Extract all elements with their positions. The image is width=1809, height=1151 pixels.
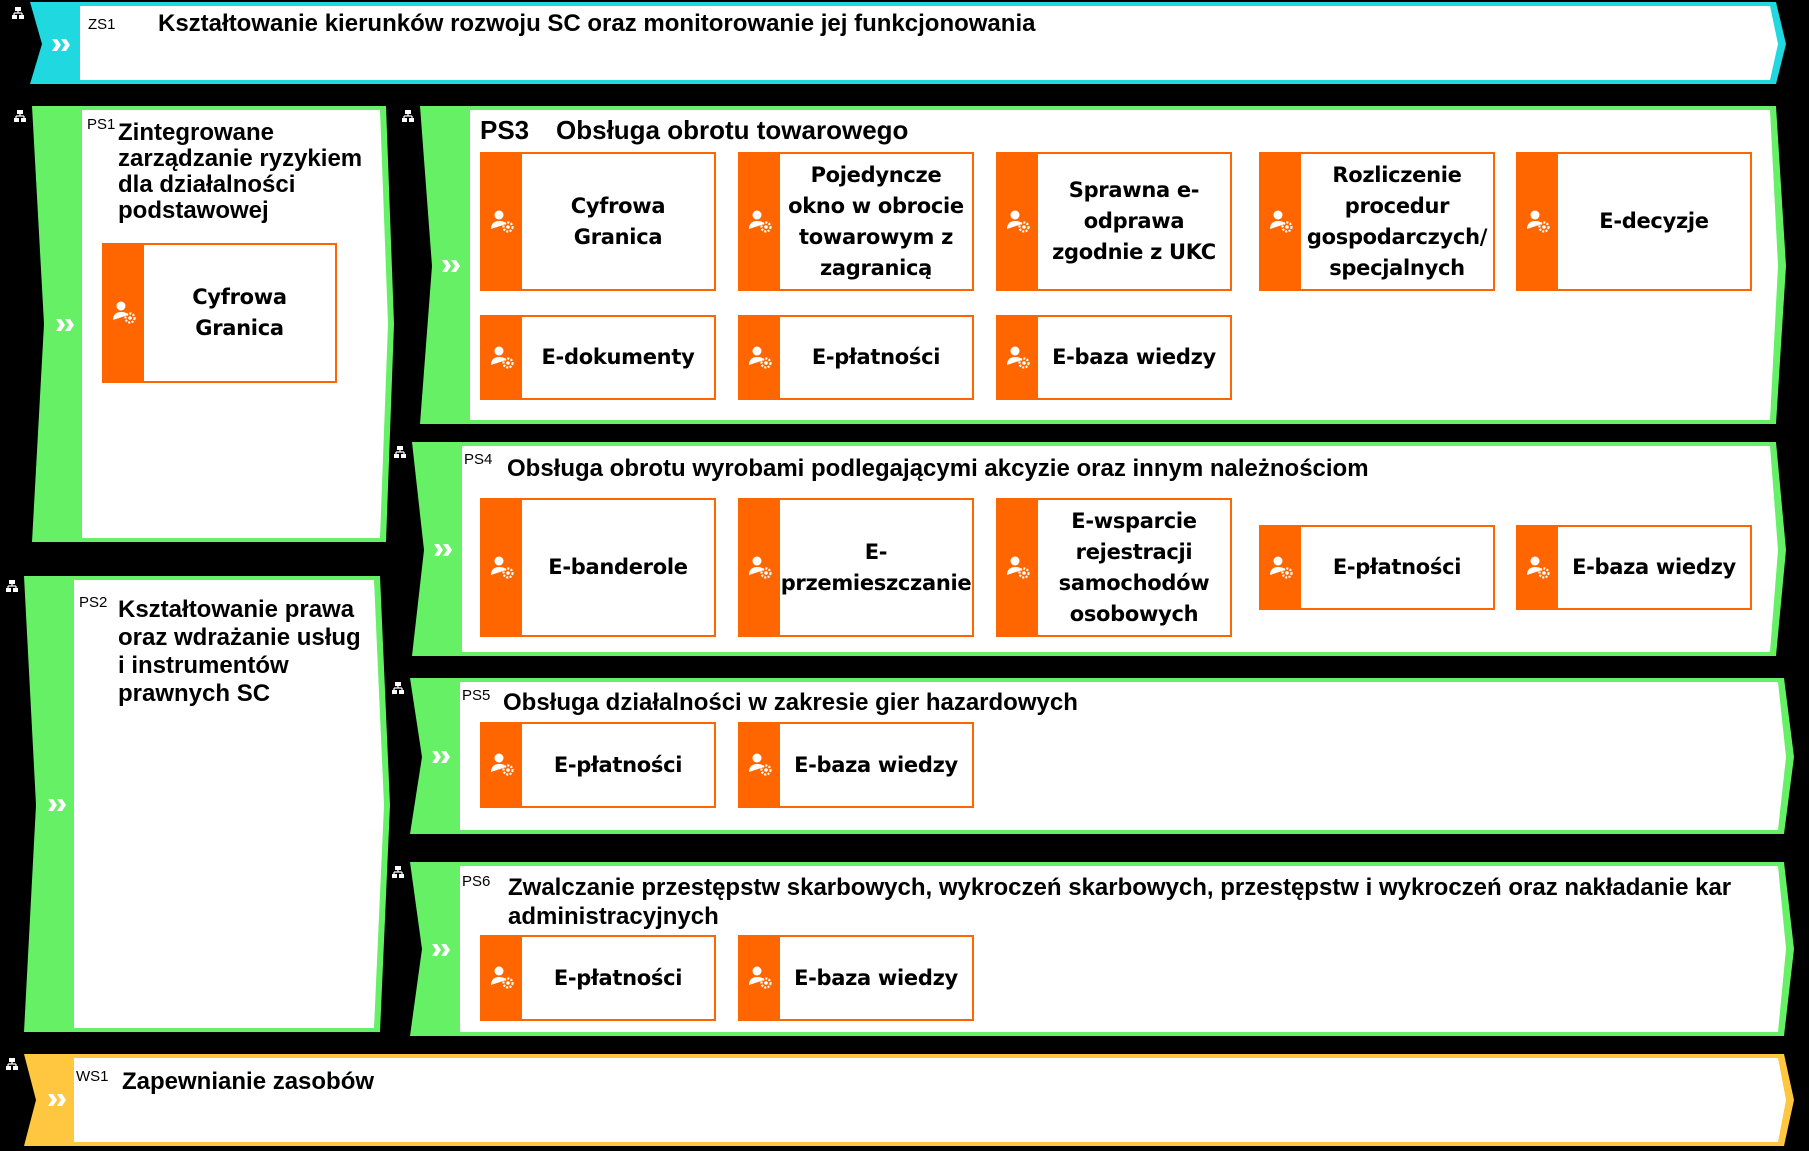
person-gear-icon xyxy=(1007,346,1030,369)
service-box[interactable]: E-dokumenty xyxy=(480,315,716,400)
service-box[interactable]: Sprawna e-odprawa zgodnie z UKC xyxy=(996,152,1232,291)
ps1-code: PS1 xyxy=(87,116,116,133)
person-gear-icon xyxy=(1527,556,1550,579)
person-gear-icon xyxy=(1007,210,1030,233)
double-chevron-icon xyxy=(52,39,70,51)
person-gear-icon xyxy=(1527,210,1550,233)
person-gear-icon xyxy=(491,753,514,776)
service-box-label: E-baza wiedzy xyxy=(794,752,958,777)
service-box[interactable]: E-baza wiedzy xyxy=(996,315,1232,400)
ws1-lane-shape xyxy=(24,1054,1794,1146)
person-gear-icon xyxy=(1270,210,1293,233)
person-gear-icon xyxy=(1007,556,1030,579)
ps2-code: PS2 xyxy=(79,594,108,611)
service-box[interactable]: E-płatności xyxy=(480,935,716,1021)
zs1-title: Kształtowanie kierunków rozwoju SC oraz … xyxy=(158,10,1036,37)
ps1-title: Zintegrowane zarządzanie ryzykiem dla dz… xyxy=(118,119,363,224)
service-box-label: E-dokumenty xyxy=(541,345,695,369)
person-gear-icon xyxy=(491,346,514,369)
structure-icon xyxy=(10,5,26,21)
ps4-title: Obsługa obrotu wyrobami podlegającymi ak… xyxy=(507,455,1369,482)
ps2-title: Kształtowanie prawa oraz wdrażanie usług… xyxy=(118,596,361,707)
person-gear-icon xyxy=(113,301,136,324)
service-box-label: E-płatności xyxy=(1332,555,1462,579)
zs1-lane-shape xyxy=(30,2,1786,84)
ps5-title: Obsługa działalności w zakresie gier haz… xyxy=(503,689,1078,716)
double-chevron-icon xyxy=(442,260,460,272)
structure-icon xyxy=(392,444,408,460)
service-box[interactable]: Cyfrowa Granica xyxy=(102,243,337,383)
service-box-label: E-decyzje xyxy=(1599,209,1709,233)
service-box-label: Cyfrowa Granica xyxy=(192,285,287,340)
person-gear-icon xyxy=(749,966,772,989)
person-gear-icon xyxy=(491,556,514,579)
structure-icon xyxy=(400,108,416,124)
service-box-label: E-przemieszczanie xyxy=(780,539,972,595)
service-box[interactable]: E-baza wiedzy xyxy=(738,722,974,808)
ps6-title: Zwalczanie przestępstw skarbowych, wykro… xyxy=(508,874,1732,930)
double-chevron-icon xyxy=(432,944,450,956)
person-gear-icon xyxy=(749,753,772,776)
service-box-label: Sprawna e-odprawa zgodnie z UKC xyxy=(1052,178,1216,264)
person-gear-icon xyxy=(749,346,772,369)
service-box-label: E-płatności xyxy=(811,345,941,369)
structure-icon xyxy=(4,578,20,594)
service-box[interactable]: E-płatności xyxy=(738,315,974,400)
service-box[interactable]: E-baza wiedzy xyxy=(1516,525,1752,610)
service-box-label: Rozliczenie procedur gospodarczych/ spec… xyxy=(1306,162,1488,280)
ps6-code: PS6 xyxy=(462,873,491,890)
double-chevron-icon xyxy=(434,544,452,556)
double-chevron-icon xyxy=(48,799,66,811)
service-box[interactable]: Pojedyncze okno w obrocie towarowym z za… xyxy=(738,152,974,291)
service-box-label: Pojedyncze okno w obrocie towarowym z za… xyxy=(788,162,964,280)
ps2-lane-shape xyxy=(24,576,390,1032)
structure-icon xyxy=(390,864,406,880)
double-chevron-icon xyxy=(48,1094,66,1106)
service-box[interactable]: E-banderole xyxy=(480,498,716,637)
service-box-label: E-baza wiedzy xyxy=(1572,555,1736,579)
person-gear-icon xyxy=(491,966,514,989)
service-box[interactable]: E-płatności xyxy=(480,722,716,808)
service-box[interactable]: E-przemieszczanie xyxy=(738,498,974,637)
service-box-label: E-baza wiedzy xyxy=(1052,345,1216,369)
person-gear-icon xyxy=(1270,556,1293,579)
service-box[interactable]: E-baza wiedzy xyxy=(738,935,974,1021)
double-chevron-icon xyxy=(56,319,74,331)
service-box-label: Cyfrowa Granica xyxy=(570,193,666,249)
ws1-code: WS1 xyxy=(76,1068,109,1085)
service-box[interactable]: E-decyzje xyxy=(1516,152,1752,291)
person-gear-icon xyxy=(749,556,772,579)
service-box[interactable]: E-wsparcie rejestracji samochodów osobow… xyxy=(996,498,1232,637)
service-box-label: E-baza wiedzy xyxy=(794,965,958,990)
ps4-code: PS4 xyxy=(464,451,493,468)
ws1-title: Zapewnianie zasobów xyxy=(122,1068,375,1095)
person-gear-icon xyxy=(749,210,772,233)
service-box-label: E-płatności xyxy=(553,965,683,990)
service-box-label: E-wsparcie rejestracji samochodów osobow… xyxy=(1058,508,1210,626)
service-box-label: E-banderole xyxy=(548,555,688,579)
person-gear-icon xyxy=(491,210,514,233)
ps3-code: PS3 xyxy=(480,115,530,145)
service-box[interactable]: Cyfrowa Granica xyxy=(480,152,716,291)
ps3-title: Obsługa obrotu towarowego xyxy=(556,115,909,145)
ps5-code: PS5 xyxy=(462,687,491,704)
structure-icon xyxy=(4,1056,20,1072)
service-box[interactable]: Rozliczenie procedur gospodarczych/ spec… xyxy=(1259,152,1495,291)
double-chevron-icon xyxy=(432,751,450,763)
service-box-label: E-płatności xyxy=(553,752,683,777)
zs1-code: ZS1 xyxy=(88,16,116,33)
structure-icon xyxy=(390,680,406,696)
service-box[interactable]: E-płatności xyxy=(1259,525,1495,610)
structure-icon xyxy=(12,108,28,124)
